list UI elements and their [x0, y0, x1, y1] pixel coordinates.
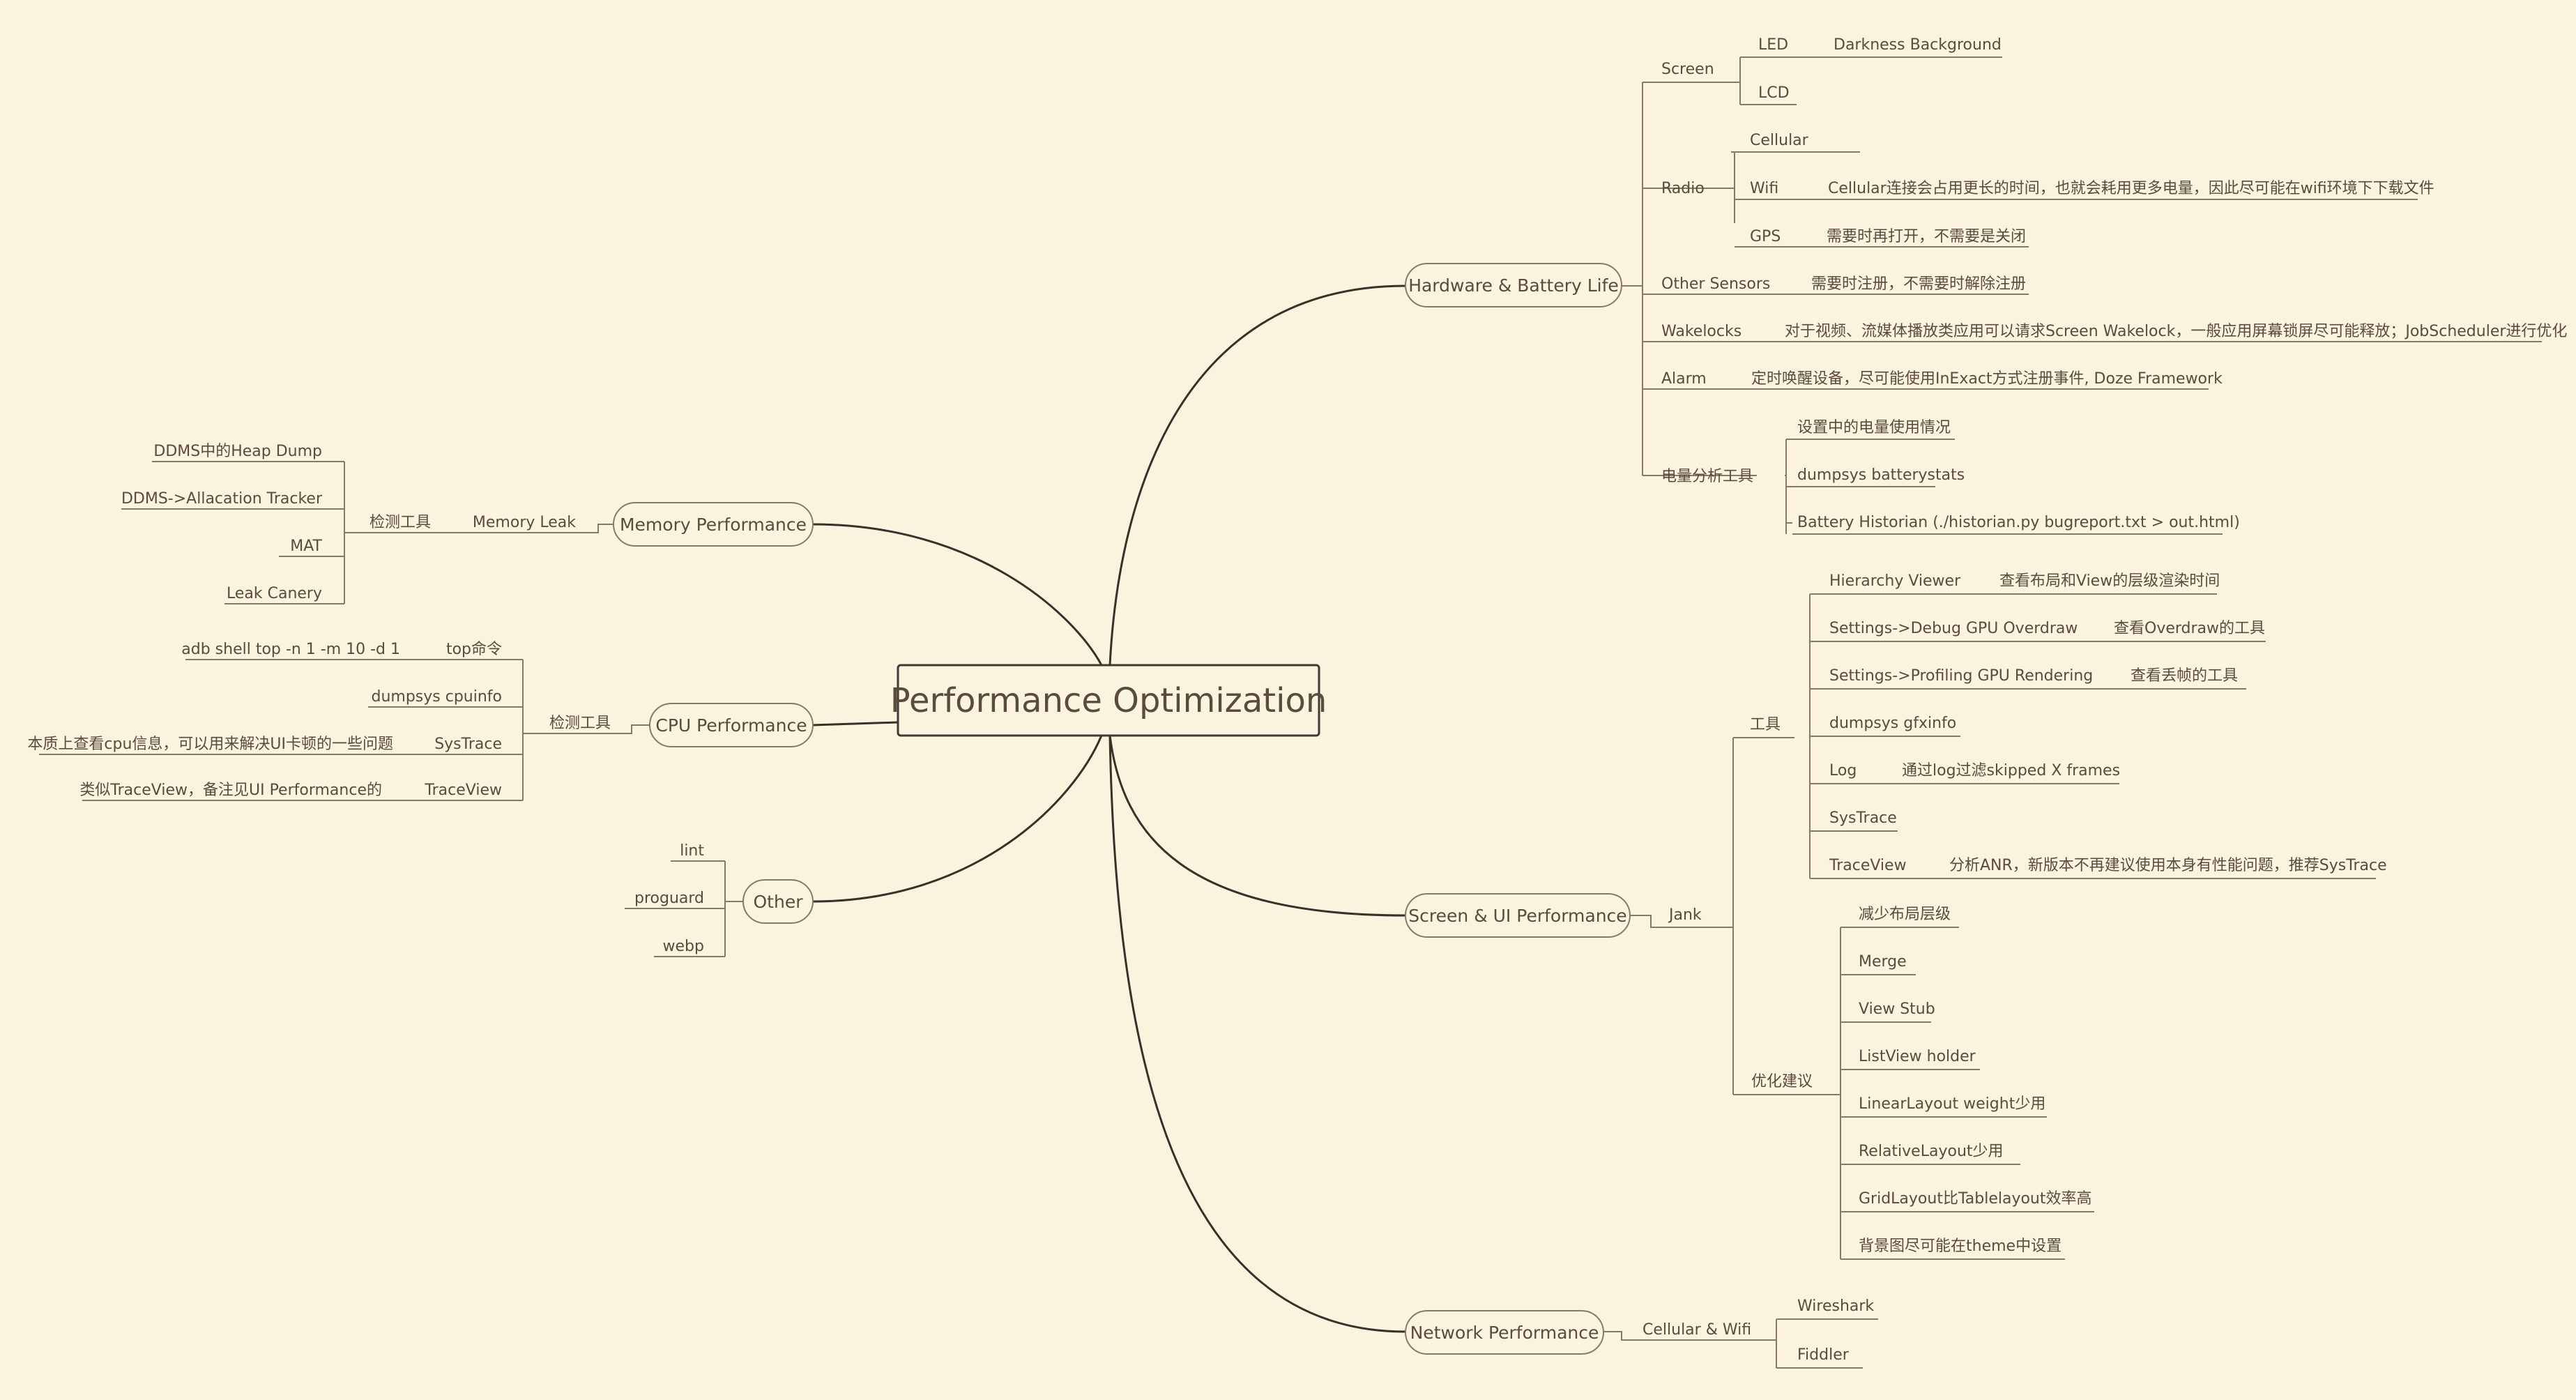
cpu-traceview-note: 类似TraceView，备注见UI Performance的 [79, 782, 382, 799]
top-command-node: top命令 [446, 641, 502, 658]
sensors-node: Other Sensors [1661, 275, 1770, 293]
hierarchy-viewer-node: Hierarchy Viewer [1829, 572, 1961, 590]
screen-topics: Jank 工具 Hierarchy Viewer 查看布局和View的层级渲染时… [1668, 572, 2387, 1255]
gfxinfo-node: dumpsys gfxinfo [1829, 715, 1956, 732]
cpuinfo-node: dumpsys cpuinfo [371, 688, 502, 706]
advice-item: 减少布局层级 [1859, 906, 1951, 923]
advice-item: View Stub [1859, 1000, 1935, 1018]
branch-hardware-label: Hardware & Battery Life [1408, 275, 1619, 296]
cpu-tools-node: 检测工具 [549, 715, 611, 732]
gpu-overdraw-note: 查看Overdraw的工具 [2114, 620, 2265, 637]
memory-topics: Memory Leak 检测工具 DDMS中的Heap Dump DDMS->A… [121, 443, 576, 602]
branch-other: Other [742, 879, 814, 924]
log-note: 通过log过滤skipped X frames [1902, 762, 2120, 779]
cellular-wifi-node: Cellular & Wifi [1643, 1321, 1751, 1339]
cpu-topics: 检测工具 top命令 adb shell top -n 1 -m 10 -d 1… [27, 641, 611, 799]
root-topic: Performance Optimization [890, 664, 1327, 737]
branch-cpu-label: CPU Performance [655, 715, 807, 736]
network-tool-item: Fiddler [1797, 1346, 1850, 1364]
advice-item: RelativeLayout少用 [1859, 1143, 2004, 1160]
battery-tool-item: Battery Historian (./historian.py bugrep… [1797, 514, 2240, 531]
battery-tool-item: dumpsys batterystats [1797, 466, 1965, 484]
branch-network: Network Performance [1405, 1310, 1604, 1355]
branch-screen-label: Screen & UI Performance [1408, 906, 1626, 926]
cpu-systrace-node: SysTrace [434, 736, 502, 753]
gpu-overdraw-node: Settings->Debug GPU Overdraw [1829, 620, 2078, 637]
connectors [39, 56, 2542, 1369]
radio-node: Radio [1661, 180, 1705, 197]
advice-item: GridLayout比Tablelayout效率高 [1859, 1190, 2092, 1208]
alarm-node: Alarm [1661, 370, 1707, 388]
gpu-profiling-node: Settings->Profiling GPU Rendering [1829, 667, 2093, 685]
network-topics: Cellular & Wifi Wireshark Fiddler [1643, 1298, 1874, 1364]
traceview-note: 分析ANR，新版本不再建议使用本身有性能问题，推荐SysTrace [1949, 857, 2387, 874]
hierarchy-viewer-note: 查看布局和View的层级渲染时间 [1999, 572, 2220, 590]
log-node: Log [1829, 762, 1857, 779]
memory-tool-item: DDMS->Allacation Tracker [121, 490, 323, 508]
battery-tool-item: 设置中的电量使用情况 [1797, 419, 1951, 436]
branch-memory: Memory Performance [613, 502, 814, 547]
advice-item: ListView holder [1859, 1048, 1976, 1065]
main-branch-curves [812, 284, 1406, 1333]
branch-cpu: CPU Performance [649, 703, 814, 747]
other-topics: lint proguard webp [634, 842, 704, 955]
other-item: proguard [634, 890, 704, 907]
branch-network-label: Network Performance [1410, 1323, 1599, 1343]
branch-memory-label: Memory Performance [620, 515, 807, 535]
gps-node: GPS [1750, 228, 1781, 245]
systrace-node: SysTrace [1829, 809, 1897, 827]
other-item: lint [680, 842, 704, 860]
led-note: Darkness Background [1834, 36, 2002, 54]
wifi-node: Wifi [1750, 180, 1778, 197]
cpu-traceview-node: TraceView [424, 782, 502, 799]
memory-leak-node: Memory Leak [473, 514, 576, 531]
led-node: LED [1758, 36, 1788, 54]
traceview-node: TraceView [1829, 857, 1907, 874]
gpu-profiling-note: 查看丢帧的工具 [2131, 667, 2238, 685]
memory-tools-node: 检测工具 [369, 514, 431, 531]
root-label: Performance Optimization [890, 681, 1327, 720]
branch-screen: Screen & UI Performance [1405, 893, 1631, 938]
cpu-systrace-note: 本质上查看cpu信息，可以用来解决UI卡顿的一些问题 [27, 736, 393, 753]
battery-tools-node: 电量分析工具 [1661, 468, 1753, 485]
hardware-topics: Screen LED Darkness Background LCD Radio… [1661, 36, 2567, 531]
other-item: webp [663, 938, 704, 955]
advice-node: 优化建议 [1751, 1073, 1813, 1090]
memory-tool-item: MAT [290, 538, 322, 555]
screen-node: Screen [1661, 61, 1714, 78]
advice-item: LinearLayout weight少用 [1859, 1095, 2045, 1113]
cellular-node: Cellular [1750, 132, 1809, 149]
top-command-note: adb shell top -n 1 -m 10 -d 1 [181, 641, 400, 658]
wakelocks-note: 对于视频、流媒体播放类应用可以请求Screen Wakelock，一般应用屏幕锁… [1785, 323, 2567, 340]
network-tool-item: Wireshark [1797, 1298, 1874, 1315]
ui-tools-node: 工具 [1750, 716, 1781, 733]
memory-tool-item: Leak Canery [227, 585, 322, 602]
advice-item: Merge [1859, 953, 1907, 971]
jank-node: Jank [1668, 906, 1702, 924]
sensors-note: 需要时注册，不需要时解除注册 [1811, 275, 2026, 293]
memory-tool-item: DDMS中的Heap Dump [153, 443, 322, 460]
wakelocks-node: Wakelocks [1661, 323, 1742, 340]
alarm-note: 定时唤醒设备，尽可能使用InExact方式注册事件, Doze Framewor… [1751, 370, 2223, 388]
wifi-note: Cellular连接会占用更长的时间，也就会耗用更多电量，因此尽可能在wifi环… [1828, 180, 2434, 197]
gps-note: 需要时再打开，不需要是关闭 [1827, 228, 2026, 245]
branch-hardware: Hardware & Battery Life [1405, 263, 1622, 307]
lcd-node: LCD [1758, 84, 1790, 102]
branch-other-label: Other [754, 892, 804, 912]
advice-item: 背景图尽可能在theme中设置 [1859, 1238, 2061, 1255]
